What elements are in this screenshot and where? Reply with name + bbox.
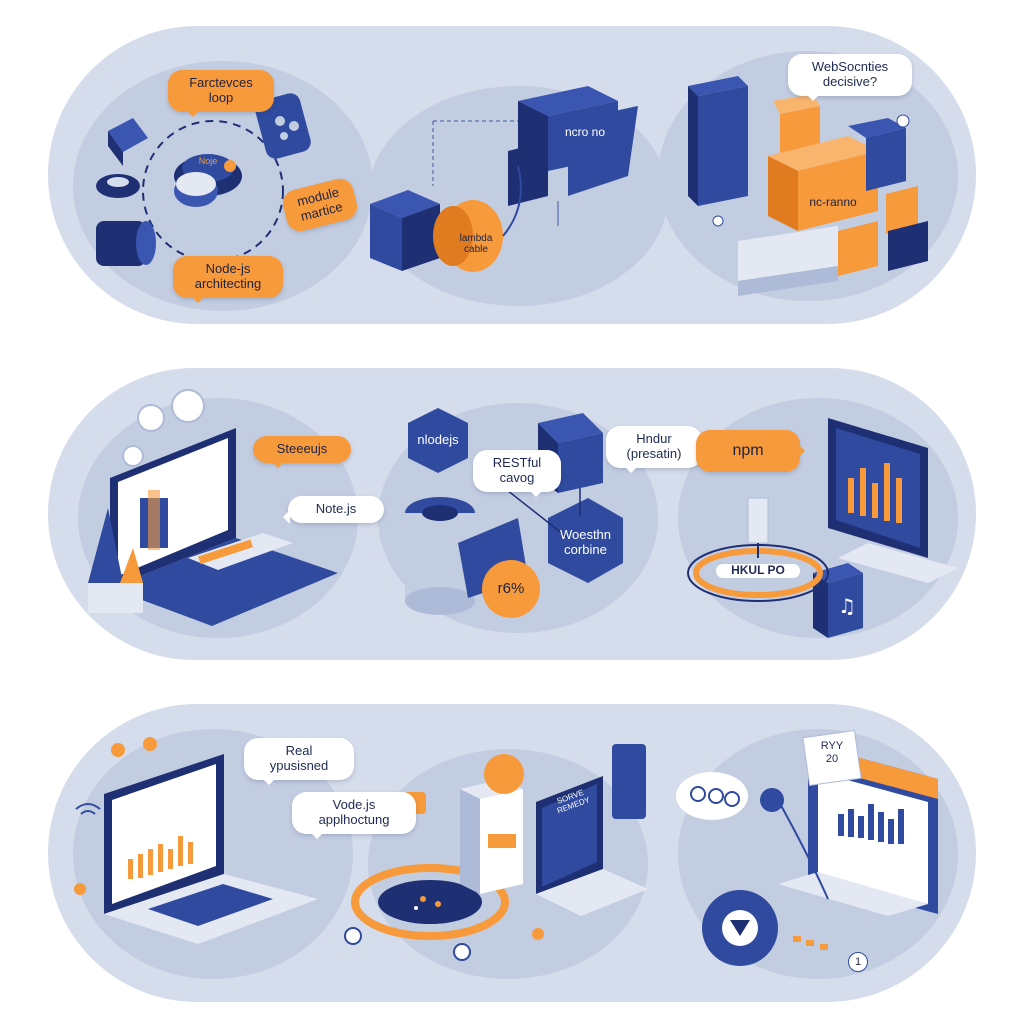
orange-badge-icon bbox=[484, 754, 524, 794]
panel-1-illustration bbox=[73, 51, 958, 311]
phone-device bbox=[612, 744, 646, 819]
rail-block bbox=[738, 226, 838, 296]
workers-hex-label: Woesthn corbine bbox=[559, 527, 612, 557]
chat-device-icon bbox=[255, 93, 311, 159]
panel-event-loop: Farctevces loop Node-js architecting mod… bbox=[48, 26, 976, 324]
node-left bbox=[344, 927, 362, 945]
nodejs-bubble: Note.js bbox=[283, 496, 384, 524]
feedback-loop-bubble: Farctevces loop bbox=[168, 70, 274, 117]
real-time-bubble: Real ypusisned bbox=[244, 738, 354, 785]
svg-text:♫: ♫ bbox=[838, 594, 856, 618]
streams-bubble: Steeeujs bbox=[253, 436, 351, 468]
server-box bbox=[460, 779, 523, 894]
orange-crates bbox=[768, 94, 878, 231]
small-orange-boxes bbox=[838, 186, 928, 276]
loop-ring bbox=[142, 120, 284, 262]
orange-gear-cylinder bbox=[433, 200, 503, 272]
counter-badge: 1 bbox=[848, 952, 868, 972]
websocket-question-bubble: WebSocnties decisive? bbox=[788, 54, 912, 101]
server-crate-label: ncro no bbox=[564, 125, 606, 139]
node-architecting-bubble: Node-js architecting bbox=[173, 256, 283, 303]
orange-crate-label: nc-ranno bbox=[809, 195, 857, 209]
sticky-note bbox=[802, 730, 862, 786]
node-right bbox=[532, 928, 544, 940]
percent-badge: r6% bbox=[482, 560, 540, 618]
orbit-platform bbox=[351, 864, 509, 940]
node-app-bubble: Vode.js applhoctung bbox=[292, 792, 416, 839]
cylinder-icon bbox=[96, 221, 156, 266]
panel-3-illustration bbox=[73, 729, 958, 979]
blue-cube-left bbox=[370, 190, 440, 271]
laptop-chart bbox=[104, 754, 318, 944]
workers-hexagon bbox=[548, 498, 623, 583]
blue-box-right bbox=[848, 118, 906, 191]
node-bottom bbox=[453, 943, 471, 961]
play-disk bbox=[702, 890, 778, 966]
music-box: ♫ bbox=[813, 563, 863, 638]
restful-bubble: RESTful cavog bbox=[473, 450, 561, 497]
ring-icon bbox=[96, 174, 140, 198]
ring-platform bbox=[687, 497, 829, 602]
gauge-label: Noje bbox=[198, 156, 218, 166]
tablet-device bbox=[536, 776, 648, 916]
npm-bubble: npm bbox=[696, 430, 805, 473]
lambda-cable-label: lambda cable bbox=[459, 233, 493, 255]
desktop-monitor bbox=[828, 418, 958, 583]
chain-gear-icon bbox=[676, 772, 748, 820]
server-cubes bbox=[508, 86, 638, 206]
ring-label: HKUL PO bbox=[716, 563, 800, 578]
cube-icon bbox=[108, 118, 148, 166]
sticky-note-text: RYY 20 bbox=[820, 740, 844, 765]
blue-dot bbox=[760, 788, 784, 812]
node-hex-label: nlodejs bbox=[417, 432, 459, 447]
panel-api-services: ♫ Steeeujs Note.js nlodejs RESTful cavog… bbox=[48, 368, 976, 660]
plant-icon bbox=[88, 508, 143, 613]
handler-bubble: Hndur (presatin) bbox=[606, 426, 702, 473]
gear-icon bbox=[122, 389, 205, 467]
tall-blue-box bbox=[688, 76, 748, 206]
location-pin-icon bbox=[74, 737, 157, 895]
wifi-icon bbox=[75, 803, 101, 815]
laptop-illustration bbox=[110, 428, 338, 626]
gauge-icon bbox=[174, 154, 242, 207]
panel-realtime: Real ypusisned Vode.js applhoctung SORVE… bbox=[48, 704, 976, 1002]
node-hexagon bbox=[408, 408, 468, 473]
